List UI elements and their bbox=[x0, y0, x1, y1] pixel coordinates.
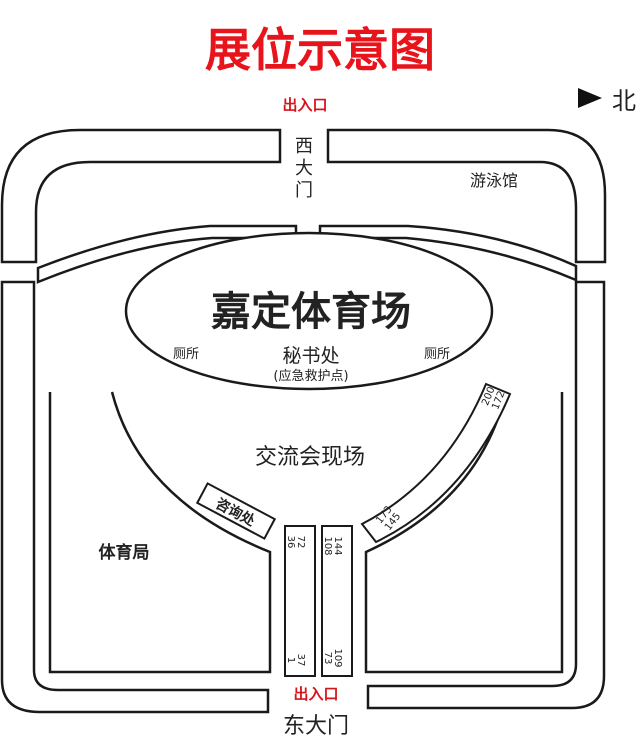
wall-right bbox=[366, 280, 606, 710]
exchange-area-label: 交流会现场 bbox=[255, 445, 365, 470]
secretariat-label: 秘书处 bbox=[282, 345, 339, 367]
bottom-entrance-label: 出入口 bbox=[293, 685, 338, 703]
booth-number-1: 1 bbox=[285, 657, 296, 663]
wall-top-right bbox=[326, 128, 607, 264]
west-gate-char-1: 西 bbox=[295, 136, 313, 157]
north-indicator: 北 bbox=[578, 87, 636, 115]
west-gate: 西 大 门 bbox=[295, 136, 313, 201]
booth-column-right-outline bbox=[321, 525, 353, 677]
north-label: 北 bbox=[612, 87, 636, 115]
wall-left bbox=[0, 280, 270, 714]
west-gate-char-3: 门 bbox=[295, 180, 313, 201]
stadium-ellipse bbox=[124, 231, 494, 391]
booth-number-144: 144 bbox=[332, 536, 343, 555]
booth-number-36: 36 bbox=[285, 536, 296, 549]
inner-arc-path-right bbox=[318, 224, 578, 282]
top-entrance-label: 出入口 bbox=[282, 96, 327, 114]
sports-bureau-label: 体育局 bbox=[99, 542, 150, 563]
booth-number-108: 108 bbox=[322, 536, 333, 555]
wall-top-left bbox=[0, 128, 282, 264]
booth-number-109: 109 bbox=[332, 648, 343, 667]
stadium: 嘉定体育场 厕所 厕所 秘书处 (应急救护点) bbox=[124, 231, 494, 391]
booth-column-left-outline bbox=[284, 525, 316, 677]
booth-number-73: 73 bbox=[322, 652, 333, 665]
consultation-box bbox=[195, 482, 277, 540]
booth-number-72: 72 bbox=[295, 536, 306, 549]
west-gate-char-2: 大 bbox=[295, 158, 313, 179]
toilet-left-label: 厕所 bbox=[173, 347, 199, 362]
booth-strip-diagonal: 200 172 173 145 bbox=[360, 382, 512, 544]
consultation-booth: 咨询处 bbox=[195, 482, 277, 540]
first-aid-label: (应急救护点) bbox=[273, 368, 348, 384]
swimming-pool-label: 游泳馆 bbox=[470, 171, 518, 190]
booth-column-left: 72 36 37 1 bbox=[284, 525, 316, 677]
outer-walls bbox=[0, 128, 607, 714]
east-gate-label: 东大门 bbox=[283, 714, 349, 739]
booth-number-37: 37 bbox=[295, 654, 306, 667]
north-arrow-icon bbox=[578, 88, 602, 108]
toilet-right-label: 厕所 bbox=[424, 347, 450, 362]
exhibition-area-outline bbox=[48, 391, 272, 674]
booth-column-right: 144 108 109 73 bbox=[321, 525, 353, 677]
booth-strip-diagonal-outline bbox=[360, 382, 512, 544]
stadium-name: 嘉定体育场 bbox=[211, 289, 411, 335]
map-title: 展位示意图 bbox=[205, 23, 435, 77]
